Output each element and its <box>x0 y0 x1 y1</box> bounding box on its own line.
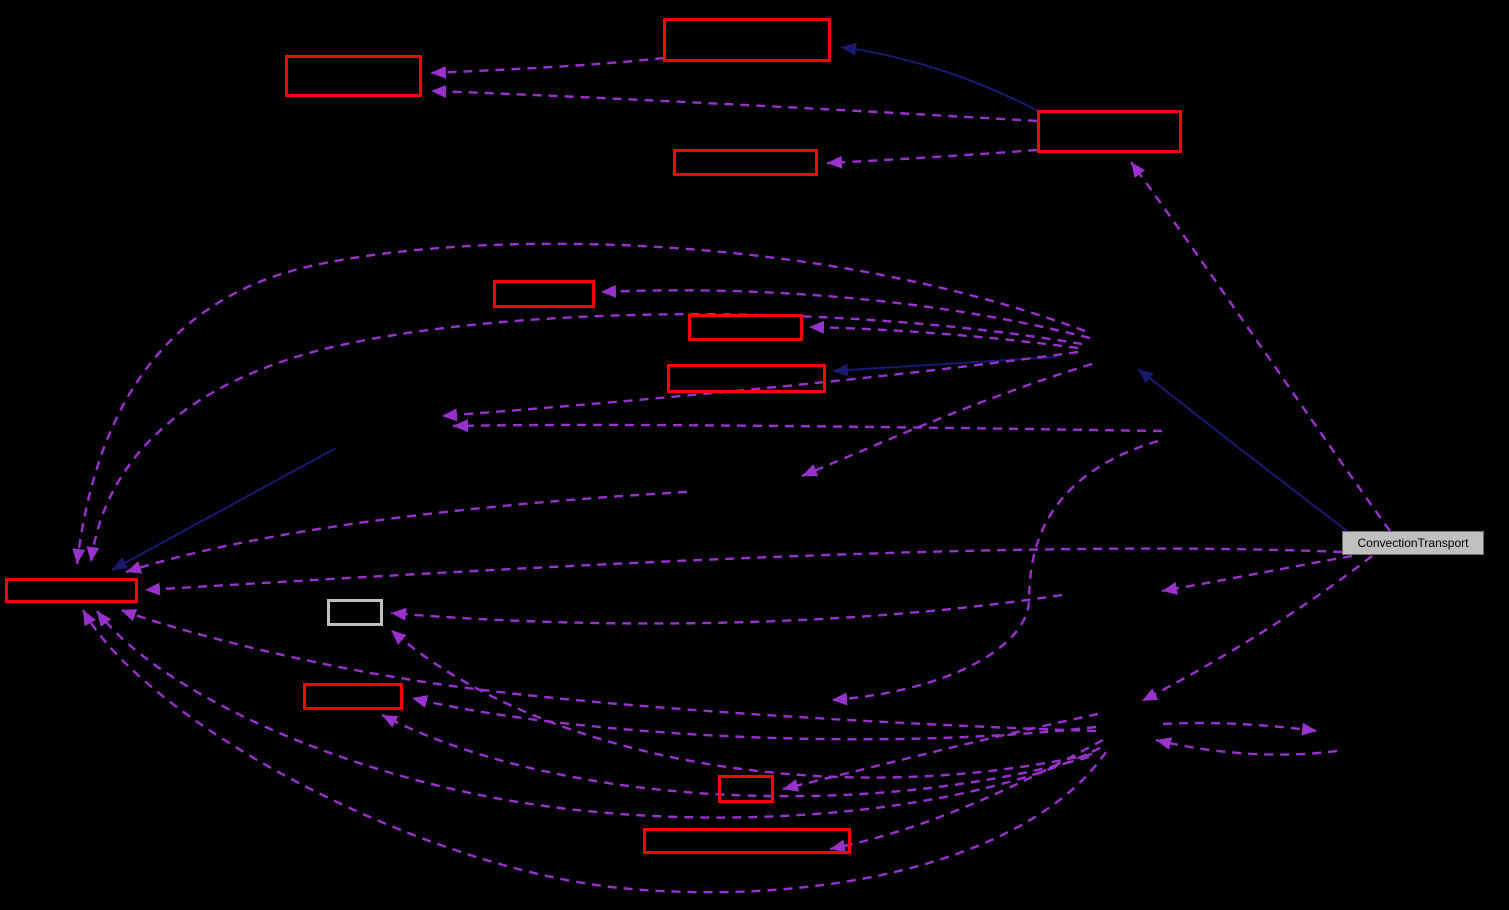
edge-ct-to-h <box>144 547 1343 596</box>
edge-ct-to-hub2 <box>1141 555 1373 703</box>
edge-hub2-to-h-bot-a <box>120 608 1097 733</box>
edge-ct-to-hub <box>1137 368 1356 538</box>
edge-hidden-to-h <box>125 490 688 574</box>
edge-hub2-to-i-bottom <box>390 629 1093 779</box>
edge-hub2-to-j-bottom <box>381 713 1090 798</box>
edge-hub-to-h-upper <box>72 242 1086 565</box>
edge-hub2-to-l <box>829 738 1104 853</box>
node-mid-c[interactable] <box>667 364 826 393</box>
edge-hub-to-e <box>600 284 1091 340</box>
node-left-hub[interactable] <box>5 578 138 603</box>
node-top-right[interactable] <box>1037 110 1182 153</box>
node-small-gray[interactable] <box>327 599 383 626</box>
edge-hidden-to-h-blue <box>111 447 337 571</box>
edge-c-to-b <box>430 85 1038 123</box>
edge-c-to-a <box>840 42 1041 113</box>
edge-ct-to-c <box>1130 161 1391 532</box>
edge-hub2-to-j <box>411 695 1097 741</box>
edge-hub-to-h-lower <box>86 312 1083 563</box>
edge-hub2-to-h-bot-b <box>96 610 1101 819</box>
edge-hub2-to-h-bot-c <box>81 609 1107 894</box>
edge-hidden-to-i <box>390 593 1063 625</box>
node-top-left[interactable] <box>285 55 422 97</box>
node-mid-a[interactable] <box>493 280 595 308</box>
node-convectiontransport: ConvectionTransport <box>1342 531 1484 555</box>
edge-a-to-b <box>430 56 665 79</box>
edge-c-to-d <box>826 148 1038 169</box>
edge-hidden-to-hidden-a <box>452 419 1163 433</box>
edge-peer-to-hub2 <box>1155 737 1338 756</box>
node-bottom-small[interactable] <box>718 775 774 803</box>
node-top-center[interactable] <box>663 18 831 62</box>
node-upper-middle[interactable] <box>673 149 818 176</box>
node-mid-b[interactable] <box>688 314 803 341</box>
node-bottom-wide[interactable] <box>643 828 851 854</box>
edge-hub2-to-peer <box>1162 721 1318 736</box>
edge-hidden-to-hidden-b <box>831 439 1159 706</box>
edge-hub-to-f <box>808 320 1079 350</box>
node-lower-left[interactable] <box>303 683 403 710</box>
edge-hub-to-hidden-b <box>801 362 1093 478</box>
edge-ct-to-hidden-c <box>1161 554 1353 595</box>
edge-hub-to-g <box>832 356 1058 377</box>
